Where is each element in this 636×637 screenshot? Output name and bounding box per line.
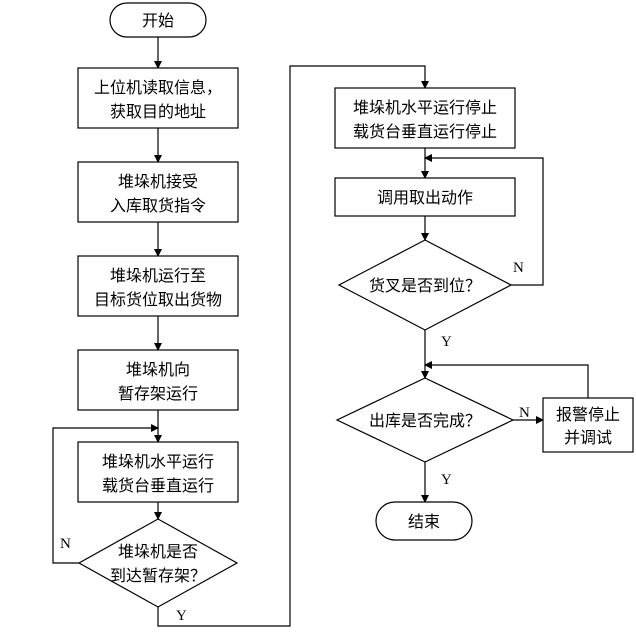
step-text: 调用取出动作 bbox=[377, 188, 473, 207]
no-label: N bbox=[519, 405, 530, 421]
step-accept-command: 堆垛机接受 入库取货指令 bbox=[77, 161, 239, 223]
step-to-buffer-rack: 堆垛机向 暂存架运行 bbox=[77, 349, 239, 411]
step-text: 暂存架运行 bbox=[118, 384, 198, 403]
start-terminal: 开始 bbox=[109, 2, 207, 38]
step-text: 入库取货指令 bbox=[110, 196, 206, 215]
step-text: 并调试 bbox=[564, 428, 612, 447]
yes-label: Y bbox=[176, 608, 187, 624]
start-label: 开始 bbox=[142, 11, 174, 30]
no-label: N bbox=[60, 536, 71, 552]
step-read-info: 上位机读取信息， 获取目的地址 bbox=[77, 67, 239, 129]
connectors bbox=[52, 37, 589, 627]
yes-label: Y bbox=[441, 472, 452, 488]
decision-outbound-complete: 出库是否完成？ bbox=[335, 377, 515, 463]
decision-text: 出库是否完成？ bbox=[369, 411, 481, 430]
decision-text: 堆垛机是否 bbox=[118, 542, 198, 561]
step-text: 报警停止 bbox=[556, 405, 620, 424]
decision-text: 货叉是否到位？ bbox=[369, 276, 481, 295]
decision-fork-in-place: 货叉是否到位？ bbox=[337, 239, 513, 331]
step-text: 载货台垂直运行停止 bbox=[353, 122, 497, 141]
step-text: 堆垛机运行至 bbox=[110, 266, 206, 285]
end-label: 结束 bbox=[408, 512, 440, 531]
step-text: 获取目的地址 bbox=[110, 102, 206, 121]
step-alarm: 报警停止 并调试 bbox=[542, 397, 634, 453]
decision-reached-buffer: 堆垛机是否 到达暂存架？ bbox=[77, 518, 239, 608]
step-text: 上位机读取信息， bbox=[94, 78, 222, 97]
step-text: 载货台垂直运行 bbox=[102, 476, 214, 495]
step-text: 堆垛机接受 bbox=[118, 172, 198, 191]
yes-label: Y bbox=[441, 334, 452, 350]
step-text: 堆垛机水平运行停止 bbox=[353, 98, 497, 117]
step-run-to-location: 堆垛机运行至 目标货位取出货物 bbox=[77, 255, 239, 317]
decision-text: 到达暂存架？ bbox=[110, 566, 206, 585]
no-label: N bbox=[513, 260, 524, 276]
step-text: 目标货位取出货物 bbox=[94, 290, 222, 309]
step-text: 堆垛机向 bbox=[126, 360, 190, 379]
step-call-retrieve: 调用取出动作 bbox=[334, 177, 516, 217]
step-move: 堆垛机水平运行 载货台垂直运行 bbox=[77, 441, 239, 503]
end-terminal: 结束 bbox=[375, 501, 473, 541]
step-text: 堆垛机水平运行 bbox=[102, 452, 214, 471]
step-stop: 堆垛机水平运行停止 载货台垂直运行停止 bbox=[334, 87, 516, 149]
